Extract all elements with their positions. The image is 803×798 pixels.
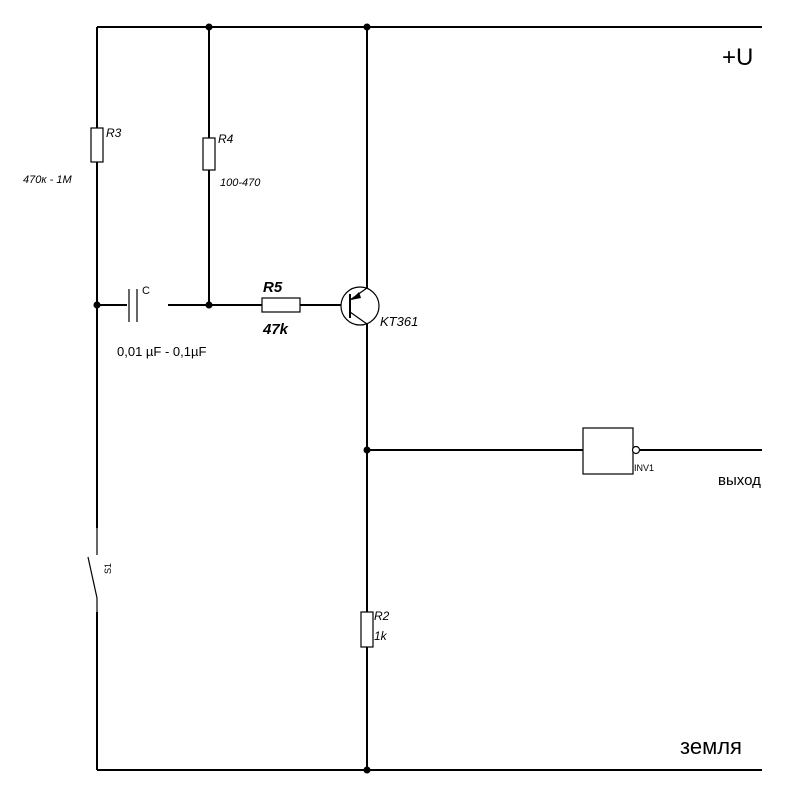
- r2-name: R2: [374, 609, 390, 623]
- junction-dot: [363, 23, 371, 31]
- ground-label: земля: [680, 734, 742, 759]
- transistor-emitter-arrow: [351, 292, 361, 300]
- resistor-r2: [360, 611, 374, 648]
- r5-name: R5: [263, 279, 283, 296]
- r3-name: R3: [106, 126, 122, 140]
- output-label: выход: [718, 472, 761, 489]
- r2-value: 1k: [374, 629, 388, 643]
- capacitor-name: C: [142, 285, 150, 297]
- r5-value: 47k: [262, 321, 289, 338]
- r4-value: 100-470: [220, 177, 261, 189]
- junction-dot: [363, 446, 371, 454]
- transistor-name: KT361: [380, 314, 418, 329]
- junction-dot: [205, 23, 213, 31]
- inverter-bubble: [631, 445, 641, 455]
- resistor-r3: [90, 127, 104, 163]
- junction-dot: [205, 301, 213, 309]
- inverter-inv1: [582, 427, 634, 475]
- switch-s1-name: S1: [103, 563, 113, 574]
- r4-name: R4: [218, 132, 234, 146]
- junction-dot: [363, 766, 371, 774]
- resistor-r5: [261, 297, 301, 313]
- junction-dot: [93, 301, 101, 309]
- capacitor-value: 0,01 µF - 0,1µF: [117, 344, 206, 359]
- r3-value: 470к - 1M: [23, 174, 72, 186]
- resistor-r4: [202, 137, 216, 171]
- switch-s1-contact: [87, 556, 98, 599]
- supply-label: +U: [722, 44, 753, 71]
- transistor-collector: [349, 311, 368, 325]
- inverter-name: INV1: [634, 463, 654, 473]
